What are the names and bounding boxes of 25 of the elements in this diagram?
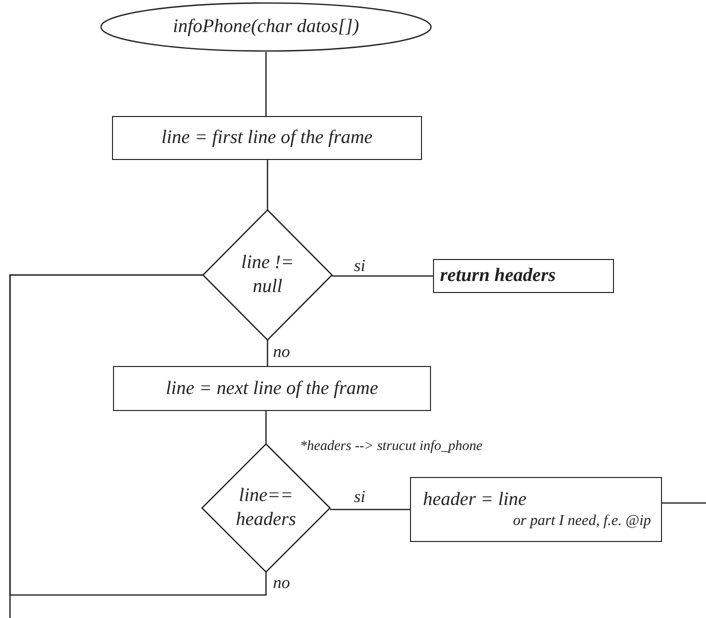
process-box [433,259,614,293]
start-ellipse [100,2,432,52]
connector-line [330,508,410,510]
node-text: infoPhone(char datos[]) [172,15,360,39]
connector-line [265,52,267,116]
node-text: line = next line of the frame [166,376,378,400]
edge-label: si [352,488,368,505]
node-text: return headers [440,264,556,288]
node-text: header = line [423,488,527,512]
connector-line [266,160,268,210]
edge-label: si [352,257,368,274]
connector-line [266,340,268,366]
connector-line [265,411,267,444]
process-box [112,116,422,160]
node-text: line != null [240,251,295,299]
decision-diamond [203,210,332,340]
note-text: *headers --> strucut info_phone [298,440,484,454]
node-note: or part I need, f.e. @ip [513,512,651,531]
connector-line [9,274,203,618]
process-box [113,366,431,411]
node-text: line== headers [234,484,298,532]
node-text: line = first line of the frame [161,126,373,150]
connector-line [332,275,433,277]
process-box [410,477,662,542]
connector-line [662,502,706,504]
